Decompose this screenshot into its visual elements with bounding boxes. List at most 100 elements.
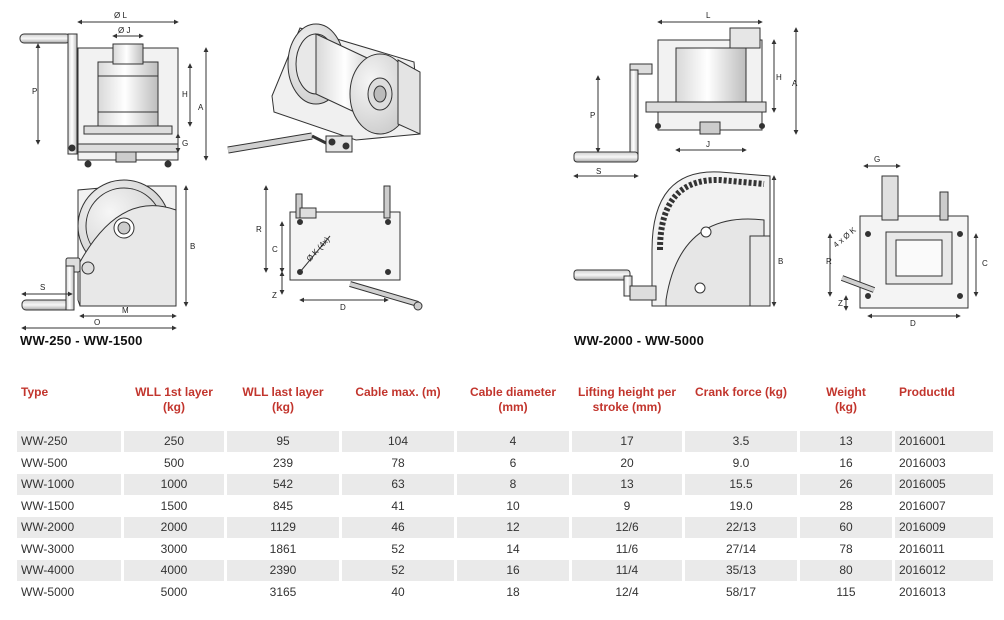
dim-label: H [182,90,188,99]
column-header-cable-max: Cable max. (m) [342,383,454,431]
dim-label: G [182,139,188,148]
header-line: (kg) [272,400,294,414]
header-line: Weight [826,385,866,399]
dim-label: Z [272,291,277,300]
cell-cable-diameter: 6 [457,452,569,474]
dim-label: M [122,306,129,315]
cell-cable-max: 78 [342,452,454,474]
cell-wll-last-layer: 95 [227,431,339,453]
dimensions-base-right [827,163,979,319]
cell-wll-first-layer: 500 [124,452,224,474]
dimensions-front-left [35,19,209,161]
dim-label: L [706,11,711,20]
dim-label: R [256,225,262,234]
cell-lifting-height: 11/4 [572,560,682,582]
column-header-type: Type [17,383,121,431]
cell-wll-first-layer: 1500 [124,495,224,517]
dim-label: P [32,87,37,96]
dim-label: B [190,242,195,251]
dim-label: A [198,103,204,112]
cell-wll-last-layer: 1129 [227,517,339,539]
cell-product-id: 2016005 [895,474,993,496]
cell-cable-max: 52 [342,560,454,582]
dim-label: G [874,155,880,164]
cell-weight: 60 [800,517,892,539]
dimensions-base-left [263,185,389,303]
column-header-wll-first-layer: WLL 1st layer(kg) [124,383,224,431]
dim-label: B [778,257,783,266]
cell-wll-first-layer: 5000 [124,581,224,603]
cell-weight: 28 [800,495,892,517]
dim-label: Z [838,299,843,308]
header-line: ProductId [899,385,955,399]
cell-type: WW-1000 [17,474,121,496]
cell-wll-last-layer: 542 [227,474,339,496]
cell-cable-max: 63 [342,474,454,496]
header-line: Cable diameter [469,385,557,399]
header-line: stroke (mm) [592,400,662,414]
dim-label: 4 x Ø K [832,225,859,249]
cell-wll-first-layer: 1000 [124,474,224,496]
cell-crank-force: 27/14 [685,538,797,560]
caption-small-winch: WW-250 - WW-1500 [20,333,143,348]
isometric-view-small-winch [227,23,421,154]
cell-cable-max: 41 [342,495,454,517]
cell-product-id: 2016012 [895,560,993,582]
cell-wll-first-layer: 3000 [124,538,224,560]
cell-wll-last-layer: 3165 [227,581,339,603]
cell-cable-diameter: 8 [457,474,569,496]
header-line: Type [21,385,49,399]
cell-crank-force: 35/13 [685,560,797,582]
cell-cable-max: 104 [342,431,454,453]
cell-lifting-height: 20 [572,452,682,474]
technical-drawings: Ø L Ø J P H A G B S M O R C Z D Ø K (4x)… [19,11,988,331]
cell-cable-diameter: 16 [457,560,569,582]
dim-label: D [910,319,916,328]
cell-weight: 80 [800,560,892,582]
base-view-small-winch [289,185,423,311]
cell-crank-force: 22/13 [685,517,797,539]
header-line: Lifting height per [578,385,676,399]
cell-crank-force: 15.5 [685,474,797,496]
cell-lifting-height: 11/6 [572,538,682,560]
cell-product-id: 2016013 [895,581,993,603]
cell-type: WW-1500 [17,495,121,517]
cell-cable-diameter: 4 [457,431,569,453]
cell-product-id: 2016007 [895,495,993,517]
dim-label: P [590,111,595,120]
cell-wll-last-layer: 1861 [227,538,339,560]
cell-cable-diameter: 18 [457,581,569,603]
dim-label: O [94,318,100,327]
dim-label: D [340,303,346,312]
cell-type: WW-2000 [17,517,121,539]
cell-wll-last-layer: 2390 [227,560,339,582]
dim-label: H [776,73,782,82]
column-header-weight: Weight(kg) [800,383,892,431]
side-view-small-winch [21,179,177,311]
cell-cable-diameter: 14 [457,538,569,560]
front-view-large-winch [573,27,767,163]
caption-large-winch: WW-2000 - WW-5000 [574,333,705,348]
column-header-product-id: ProductId [895,383,993,431]
cell-product-id: 2016001 [895,431,993,453]
cell-lifting-height: 17 [572,431,682,453]
cell-crank-force: 19.0 [685,495,797,517]
cell-cable-max: 46 [342,517,454,539]
header-line: (kg) [163,400,185,414]
dim-label: S [40,283,45,292]
cell-type: WW-250 [17,431,121,453]
cell-crank-force: 3.5 [685,431,797,453]
cell-cable-max: 40 [342,581,454,603]
cell-lifting-height: 13 [572,474,682,496]
cell-wll-first-layer: 2000 [124,517,224,539]
header-line: Cable max. (m) [355,385,441,399]
cell-weight: 26 [800,474,892,496]
column-header-crank-force: Crank force (kg) [685,383,797,431]
